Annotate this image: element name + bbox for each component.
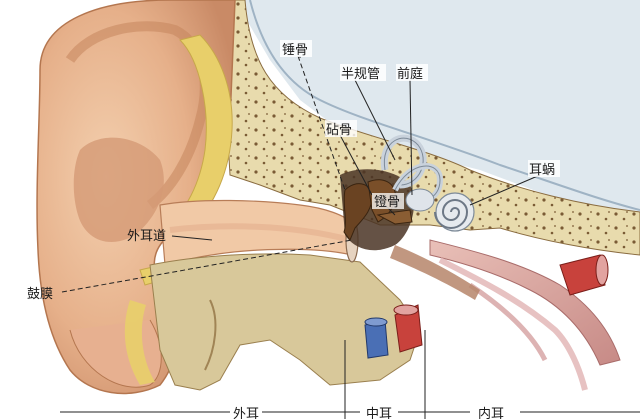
outer-ear-label: 外耳 [233, 407, 259, 419]
middle-ear-label-bg [362, 403, 396, 419]
eardrum-leader [61, 239, 353, 293]
inner-ear-label-bg [474, 403, 518, 419]
ear-canal-leader [171, 235, 213, 241]
incus-label-bg [325, 120, 357, 137]
cartilage-lobe [124, 300, 155, 385]
outer-ear-label-bg [232, 403, 262, 419]
stapes-label-bg [372, 193, 404, 209]
cochlea-leader [469, 174, 541, 206]
vestibule-label-bg [396, 64, 428, 81]
vestibule-leader [409, 79, 413, 196]
artery-right [559, 254, 609, 296]
cochlea-label-bg [528, 160, 560, 177]
cochlea-label: 耳蜗 [529, 162, 555, 178]
ear-canal-shading [169, 223, 351, 243]
muscle-bands [429, 239, 621, 366]
incus-label: 砧骨 [326, 123, 352, 138]
mastoid-ridge [204, 299, 217, 371]
temporal-bone [219, 0, 640, 256]
malleus-label-bg [280, 40, 312, 57]
malleus-shape [343, 183, 373, 241]
incus-leader [339, 134, 373, 196]
artery-bottom [393, 304, 423, 353]
dura-line [249, 0, 640, 211]
muscle-fiber-2 [468, 282, 548, 362]
eardrum-label: 鼓膜 [27, 287, 53, 302]
vestibule-label: 前庭 [397, 66, 423, 82]
concha [73, 137, 164, 243]
muscle-fiber [438, 257, 588, 391]
semicircular-leader [354, 79, 396, 161]
mastoid-process [149, 253, 421, 391]
middle-ear-label: 中耳 [366, 407, 392, 419]
cochlea-shape [434, 192, 475, 232]
vein-bottom [364, 317, 389, 359]
vestibule-shape [405, 188, 435, 212]
ear-canal-label: 外耳道 [127, 229, 166, 244]
inner-ear-label: 内耳 [478, 406, 504, 419]
semicircular-label-bg [340, 64, 386, 81]
malleus-label: 锤骨 [282, 43, 308, 58]
semicircular-label: 半规管 [341, 67, 380, 82]
stapes-label: 镫骨 [374, 195, 400, 210]
eustachian-tube [390, 245, 480, 300]
